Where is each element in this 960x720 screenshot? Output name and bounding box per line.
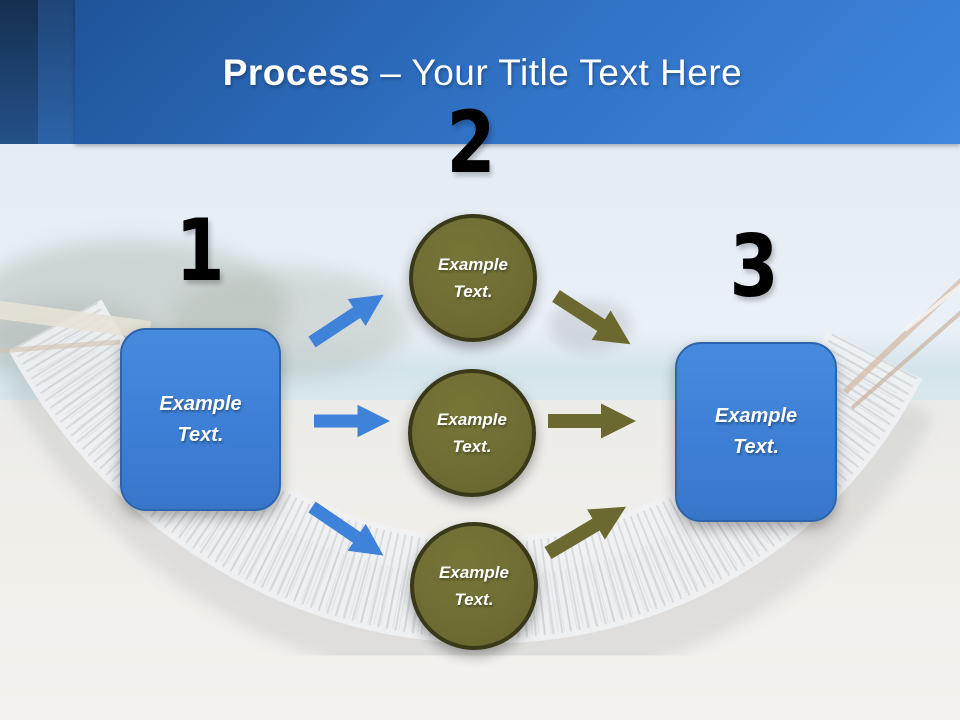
accent-strip-dark: [0, 0, 38, 144]
step1-box: Example Text.: [120, 328, 281, 511]
title-emphasis: Process: [222, 52, 371, 93]
step2-circle-middle: Example Text.: [408, 369, 536, 497]
title-bar: Process– Your Title Text Here: [0, 0, 960, 144]
step2-circle-top: Example Text.: [409, 214, 537, 342]
slide-title: Process– Your Title Text Here: [75, 52, 890, 94]
title-rest: – Your Title Text Here: [380, 52, 743, 93]
step2-circle-bottom-label: Example Text.: [439, 562, 509, 609]
step-number-1: 1: [175, 201, 225, 301]
step2-circle-bottom: Example Text.: [410, 522, 538, 650]
step2-circle-top-label: Example Text.: [438, 254, 508, 301]
step1-box-label: Example Text.: [159, 392, 242, 446]
step-number-2: 2: [446, 93, 496, 193]
step-number-3: 3: [729, 217, 779, 317]
step2-circle-middle-label: Example Text.: [437, 409, 507, 456]
step3-box-label: Example Text.: [714, 405, 798, 458]
accent-strip-mid: [38, 0, 75, 144]
title-band: Process– Your Title Text Here: [75, 0, 960, 144]
step3-box: Example Text.: [675, 342, 837, 522]
